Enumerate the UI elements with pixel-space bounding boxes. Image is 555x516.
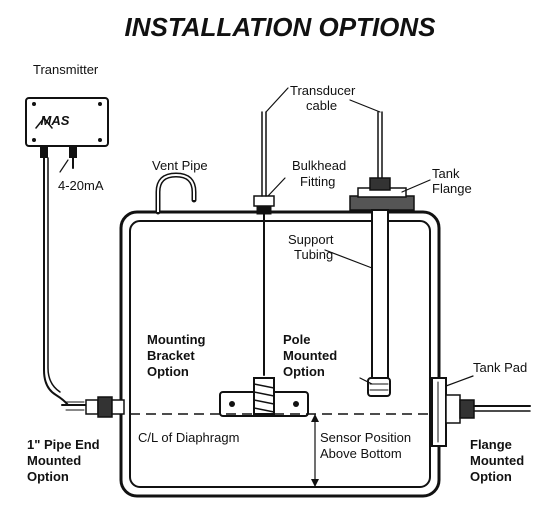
pole-option-label-1: Pole [283,332,310,347]
flange-option-label-1: Flange [470,437,512,452]
mounting-option-label-1: Mounting [147,332,206,347]
cable-label: cable [306,98,337,113]
pipe-end-option-label-3: Option [27,469,69,484]
pole-option-label-3: Option [283,364,325,379]
flange-option-label-2: Mounted [470,453,524,468]
tank-flange-label-2: Flange [432,181,472,196]
sensor-position-dimension [311,413,319,488]
sensor-position-label-2: Above Bottom [320,446,402,461]
bracket-transducer-cable [261,111,267,376]
diagram-title: INSTALLATION OPTIONS [124,12,436,42]
fitting-label: Fitting [300,174,335,189]
tank-flange-label-1: Tank [432,166,460,181]
amplifier-logo: MAS [41,113,70,128]
bulkhead-fitting [253,195,275,215]
flange-mount-fitting [445,394,531,424]
pipe-end-option-label-2: Mounted [27,453,81,468]
mounting-option-label-3: Option [147,364,189,379]
support-label: Support [288,232,334,247]
transducer-label: Transducer [290,83,356,98]
current-signal-label: 4-20mA [58,178,104,193]
bulkhead-label: Bulkhead [292,158,346,173]
tank-body [119,210,441,498]
pole-transducer-cable [377,111,383,181]
support-tubing [371,209,389,379]
tank-pad-label: Tank Pad [473,360,527,375]
transmitter-amplifier-box [25,97,109,169]
flange-option-label-3: Option [470,469,512,484]
amplifier-cable [43,157,69,406]
mounting-bracket [219,377,309,417]
pole-option-label-2: Mounted [283,348,337,363]
transmitter-label: Transmitter [33,62,99,77]
mounting-option-label-2: Bracket [147,348,195,363]
diaphragm-label: C/L of Diaphragm [138,430,239,445]
sensor-position-label-1: Sensor Position [320,430,411,445]
vent-pipe-label: Vent Pipe [152,158,208,173]
pole-sensor [367,377,391,397]
vent-pipe [155,172,197,215]
pipe-end-option-label-1: 1" Pipe End [27,437,100,452]
tubing-label: Tubing [294,247,333,262]
pipe-end-fitting [61,396,125,418]
leader-lines [59,87,474,387]
tank-pad [431,377,447,447]
pole-top-fitting [369,177,391,191]
